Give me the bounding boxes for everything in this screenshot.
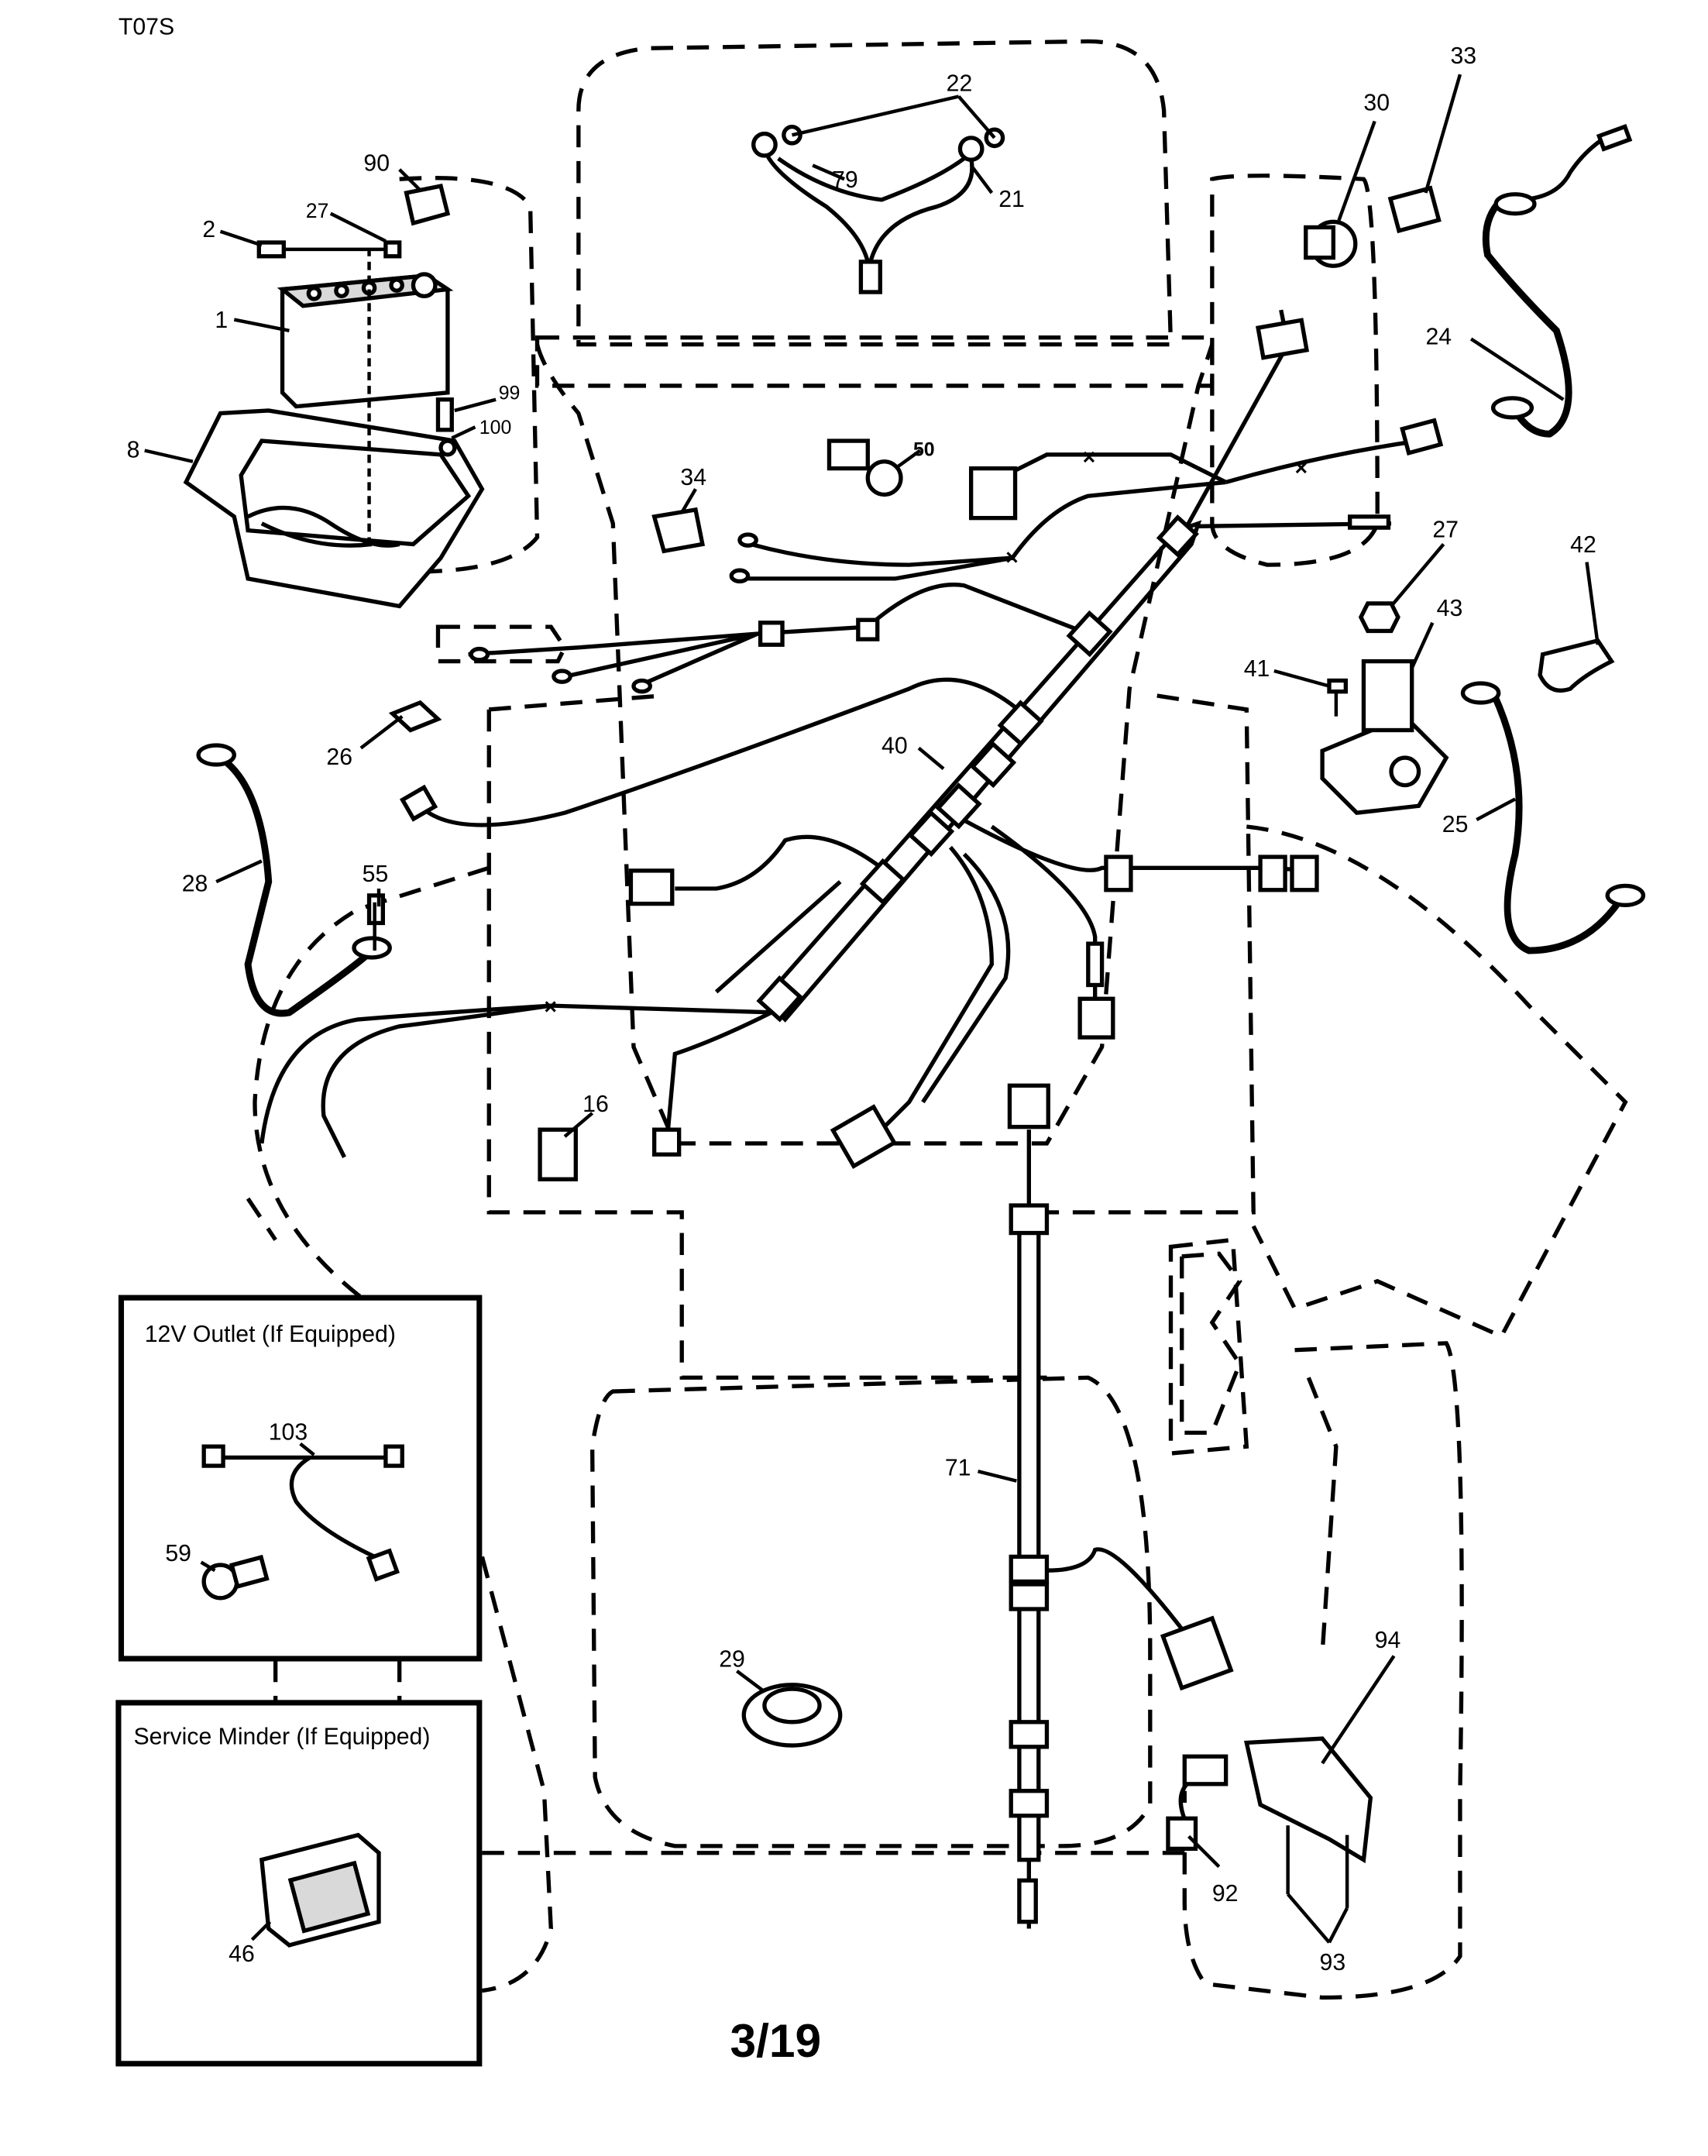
callout-27-solenoid: 27 xyxy=(1432,518,1459,543)
svg-text:×: × xyxy=(1005,545,1019,570)
page-number: 3/19 xyxy=(730,2014,821,2067)
callout-40: 40 xyxy=(881,734,908,759)
callout-27-battery: 27 xyxy=(306,199,329,222)
callout-33: 33 xyxy=(1450,43,1476,69)
callout-43: 43 xyxy=(1437,596,1463,621)
callout-93: 93 xyxy=(1320,1950,1346,1975)
callout-46: 46 xyxy=(229,1941,255,1967)
inset-12v-outlet: 12V Outlet (If Equipped) 103 59 xyxy=(118,1295,483,1662)
callout-99: 99 xyxy=(499,383,521,404)
callout-71: 71 xyxy=(945,1456,971,1481)
diagram-code: T07S xyxy=(119,14,174,40)
callout-numbers: 1 2 8 16 21 22 24 25 26 27 27 28 29 30 3… xyxy=(127,43,1596,1975)
callout-24: 24 xyxy=(1425,325,1452,350)
svg-text:×: × xyxy=(1083,445,1096,469)
svg-text:×: × xyxy=(1295,456,1308,481)
callout-59: 59 xyxy=(165,1541,191,1566)
callout-30: 30 xyxy=(1363,90,1390,115)
battery-cables xyxy=(196,124,1646,1017)
callout-leaders xyxy=(144,74,1600,1944)
callout-16: 16 xyxy=(583,1092,609,1117)
callout-1: 1 xyxy=(215,308,228,333)
callout-22: 22 xyxy=(947,70,973,96)
callout-42: 42 xyxy=(1570,532,1596,558)
callout-41: 41 xyxy=(1244,656,1270,682)
callout-2: 2 xyxy=(202,217,215,242)
callout-26: 26 xyxy=(326,744,352,770)
callout-90: 90 xyxy=(363,151,390,177)
callout-100: 100 xyxy=(479,417,512,438)
misc-parts xyxy=(373,124,1449,1908)
main-wire-harness: × × × × xyxy=(259,309,1444,1169)
battery-assembly xyxy=(183,183,485,609)
callout-8: 8 xyxy=(127,437,140,462)
callout-92: 92 xyxy=(1212,1881,1239,1907)
callout-34: 34 xyxy=(680,465,706,490)
inset-12v-outlet-title: 12V Outlet (If Equipped) xyxy=(145,1322,396,1347)
callout-94: 94 xyxy=(1375,1628,1401,1653)
callout-25: 25 xyxy=(1442,812,1469,837)
callout-29: 29 xyxy=(719,1647,745,1673)
callout-55: 55 xyxy=(363,861,389,887)
inset-service-minder: Service Minder (If Equipped) 46 xyxy=(115,1700,483,2067)
callout-21: 21 xyxy=(998,187,1025,212)
harness-71 xyxy=(1007,1083,1234,1929)
inset-service-minder-title: Service Minder (If Equipped) xyxy=(133,1724,430,1749)
callout-79: 79 xyxy=(832,167,858,193)
tractor-outline xyxy=(246,39,1628,2000)
callout-50: 50 xyxy=(913,439,935,461)
callout-28: 28 xyxy=(182,872,208,897)
svg-text:×: × xyxy=(544,995,557,1020)
callout-103: 103 xyxy=(269,1419,308,1445)
